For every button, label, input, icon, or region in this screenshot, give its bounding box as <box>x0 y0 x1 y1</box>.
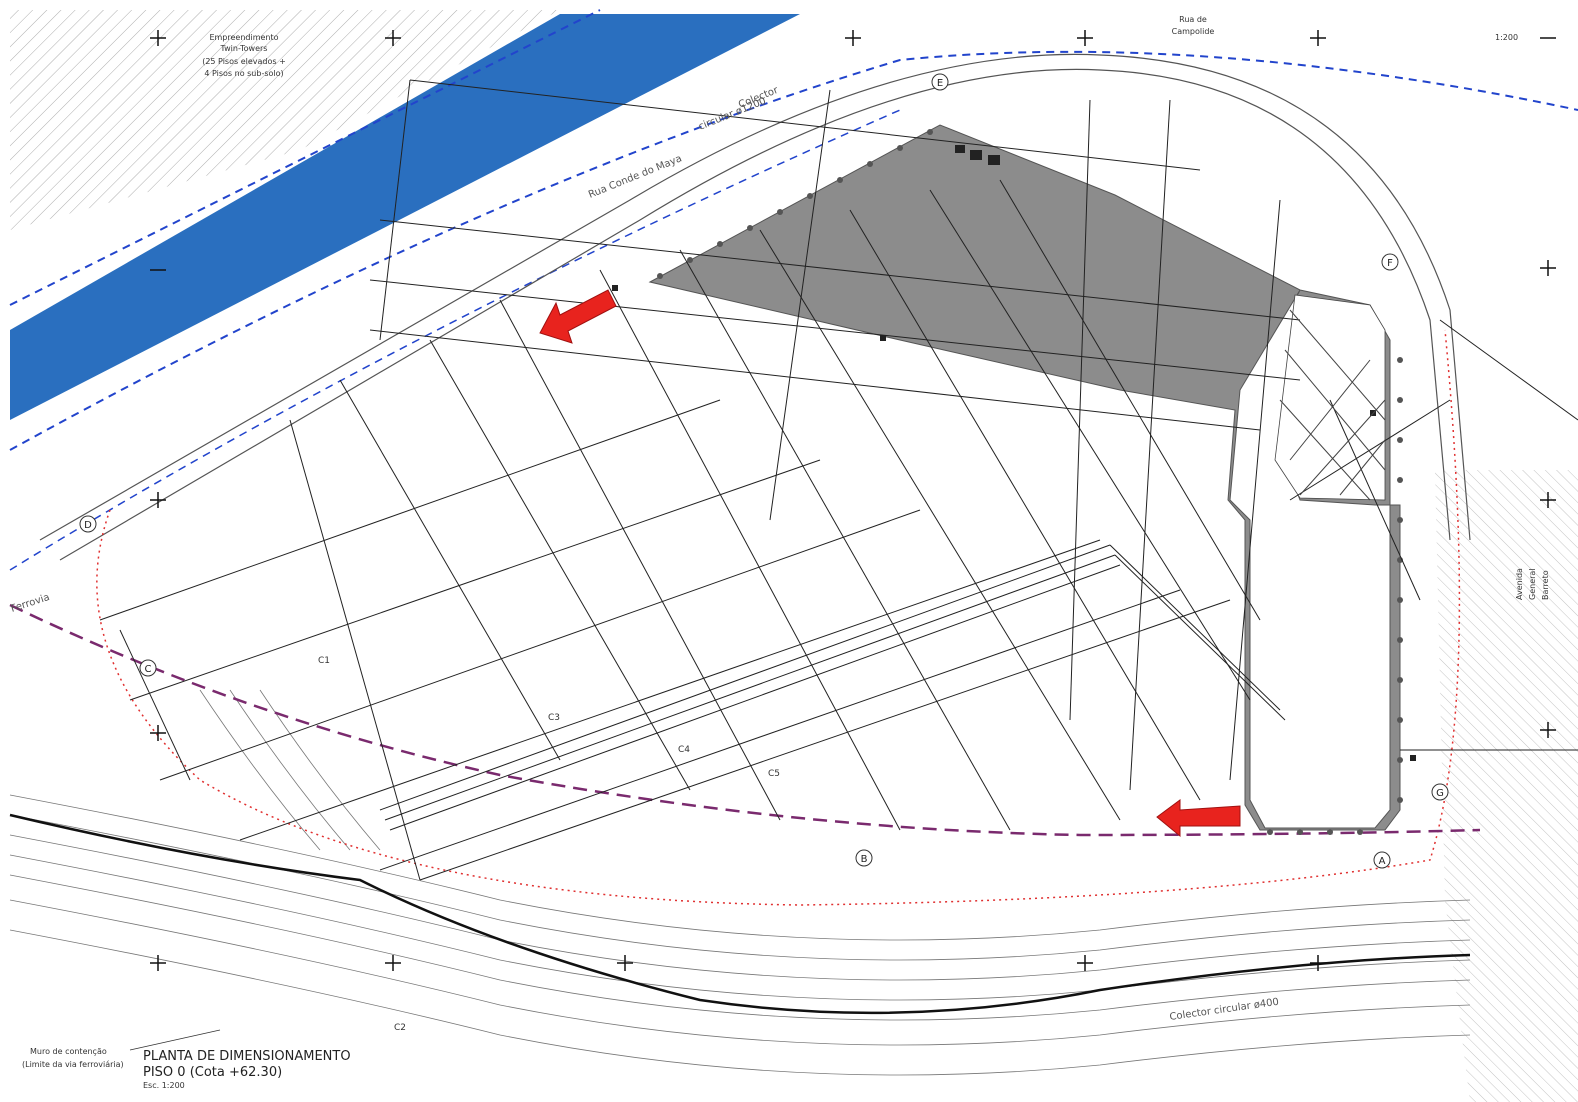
ferrovia-dashed <box>9 603 1481 837</box>
pile-dots <box>657 129 1403 835</box>
label-av-gaspar-2: General <box>1528 568 1537 600</box>
point-label-b: B <box>861 854 868 865</box>
slab-grey <box>648 124 1401 831</box>
point-label-c: C <box>145 664 152 675</box>
contour-lines-bottom <box>9 689 1471 1076</box>
label-muro-1: Muro de contenção <box>30 1047 107 1056</box>
point-markers <box>79 73 1449 869</box>
boundary-dotted-red <box>96 329 1461 906</box>
label-rua-campolide-1: Rua de <box>1179 15 1207 24</box>
point-label-g: G <box>1436 788 1444 799</box>
muro-line <box>9 813 1471 1015</box>
dashed-line-blue-3 <box>9 109 901 571</box>
section-label-c3: C3 <box>548 713 560 723</box>
point-marker-d <box>79 515 97 533</box>
label-ferrovia: Ferrovia <box>10 592 52 615</box>
label-av-gaspar-3: Barreto <box>1541 570 1550 600</box>
red-arrow-upper <box>539 289 617 344</box>
red-arrow-lower <box>1156 799 1241 838</box>
drawing-subtitle: PISO 0 (Cota +62.30) <box>143 1065 282 1080</box>
section-label-c2: C2 <box>394 1023 406 1033</box>
point-label-f: F <box>1387 258 1393 269</box>
point-label-d: D <box>84 520 92 531</box>
point-marker-g <box>1431 783 1449 801</box>
section-label-c5: C5 <box>768 769 780 779</box>
road-edge-2 <box>39 53 1471 541</box>
label-muro-2: (Limite da via ferroviária) <box>22 1060 124 1069</box>
point-marker-e <box>931 73 949 91</box>
label-rua-campolide-2: Campolide <box>1172 27 1215 36</box>
hatched-zone-right <box>1435 470 1578 1102</box>
section-label-c4: C4 <box>678 745 690 755</box>
corridor-lines <box>379 544 1286 831</box>
point-marker-b <box>855 849 873 867</box>
drawing-title: PLANTA DE DIMENSIONAMENTO <box>143 1049 351 1064</box>
slab-opening <box>1274 294 1386 501</box>
section-label-c1: C1 <box>318 656 330 666</box>
label-av-gaspar-1: Avenida <box>1515 568 1524 600</box>
label-twin-towers-1: Empreendimento <box>209 33 278 42</box>
grid-lines <box>99 79 1578 881</box>
label-twin-towers-2: Twin-Towers <box>220 44 268 53</box>
point-marker-f <box>1381 253 1399 271</box>
drawing-scale: Esc. 1:200 <box>143 1081 185 1090</box>
dashed-line-blue-1 <box>9 9 601 306</box>
label-twin-towers-4: 4 Pisos no sub-solo) <box>204 69 283 78</box>
muro-leader <box>129 1029 221 1051</box>
rail-band <box>10 14 800 420</box>
survey-crosses <box>150 30 1556 971</box>
scale-ref-top-right: 1:200 <box>1495 33 1518 42</box>
slab-lattice <box>1279 309 1386 501</box>
label-twin-towers-3: (25 Pisos elevados + <box>202 57 286 66</box>
point-marker-a <box>1373 851 1391 869</box>
point-label-e: E <box>937 78 943 89</box>
hatched-zone-top-left <box>10 10 560 230</box>
label-collector-400: Colector circular ø400 <box>1169 997 1280 1023</box>
road-edge-1 <box>59 68 1451 561</box>
point-marker-c <box>139 659 157 677</box>
point-label-a: A <box>1379 856 1386 867</box>
